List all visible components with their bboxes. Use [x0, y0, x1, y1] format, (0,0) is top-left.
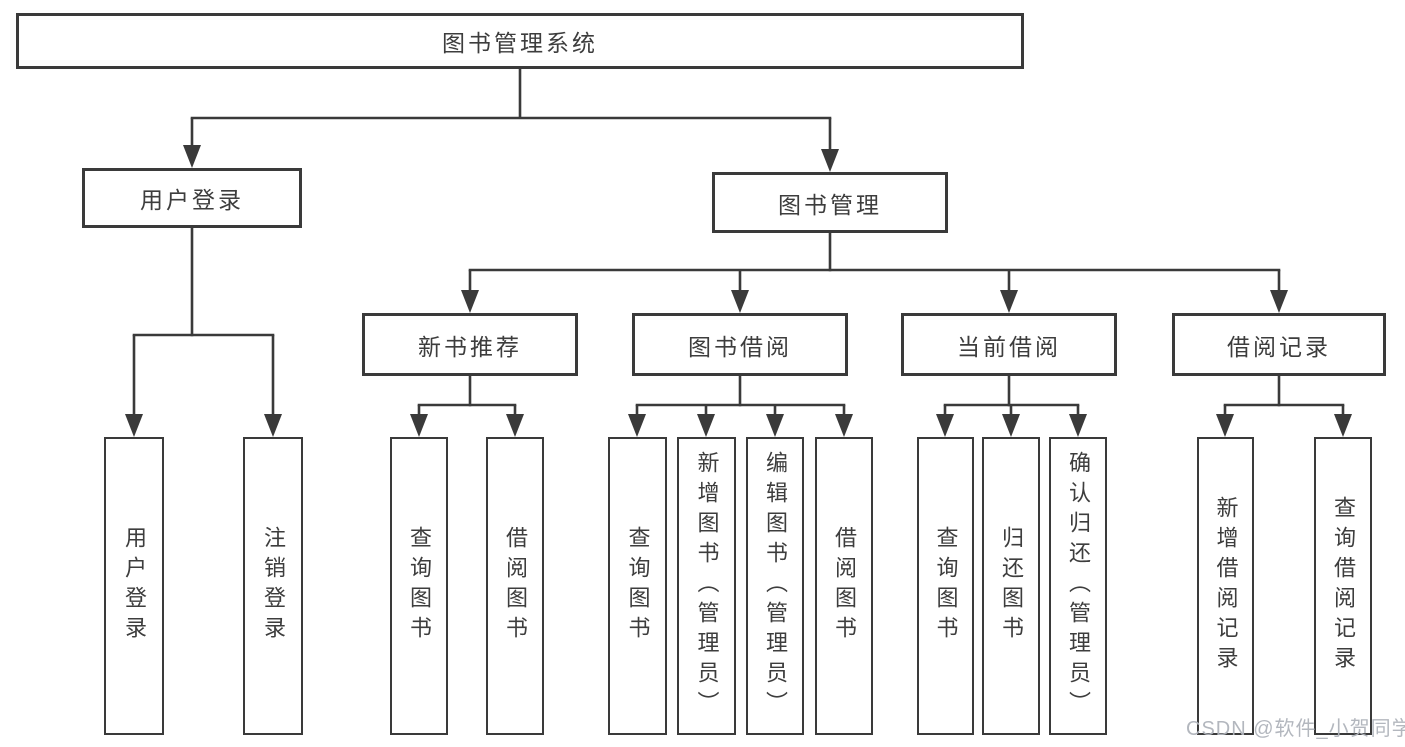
leaf-current-query-books: 查询图书 — [917, 437, 974, 735]
leaf-records-add-record: 新增借阅记录 — [1197, 437, 1254, 735]
node-new-book-recommend: 新书推荐 — [362, 313, 578, 376]
leaf-borrowing-borrow-books: 借阅图书 — [815, 437, 873, 735]
leaf-borrowing-query-books: 查询图书 — [608, 437, 667, 735]
csdn-watermark: CSDN @软件_小贺同学 — [1186, 718, 1405, 740]
node-book-management: 图书管理 — [712, 172, 948, 233]
leaf-logout: 注销登录 — [243, 437, 303, 735]
node-library-system: 图书管理系统 — [16, 13, 1024, 69]
node-borrowing-records: 借阅记录 — [1172, 313, 1386, 376]
leaf-borrowing-edit-books-admin: 编辑图书（管理员） — [746, 437, 804, 735]
leaf-user-login: 用户登录 — [104, 437, 164, 735]
arrowheads — [125, 145, 1352, 437]
leaf-recommend-query-books: 查询图书 — [390, 437, 448, 735]
node-book-borrowing: 图书借阅 — [632, 313, 848, 376]
leaf-records-query-record: 查询借阅记录 — [1314, 437, 1372, 735]
node-current-borrowing: 当前借阅 — [901, 313, 1117, 376]
leaf-current-return-books: 归还图书 — [982, 437, 1040, 735]
leaf-current-confirm-return-admin: 确认归还（管理员） — [1049, 437, 1107, 735]
leaf-borrowing-add-books-admin: 新增图书（管理员） — [677, 437, 736, 735]
leaf-recommend-borrow-books: 借阅图书 — [486, 437, 544, 735]
node-user-login: 用户登录 — [82, 168, 302, 228]
